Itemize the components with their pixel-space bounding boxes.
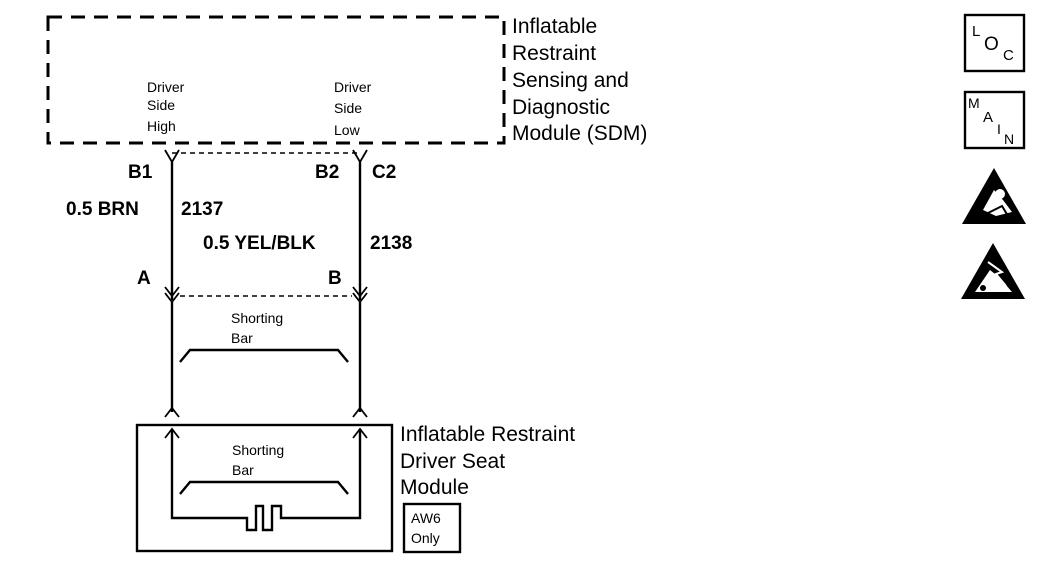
main-icon-letter-m: M bbox=[968, 95, 980, 111]
sdm-title: Inflatable Restraint Sensing and Diagnos… bbox=[512, 15, 647, 145]
aw6-badge-line-1: AW6 bbox=[411, 510, 441, 526]
connector-shorting-bar bbox=[179, 348, 349, 363]
main-icon-letter-a: A bbox=[983, 109, 993, 126]
terminal-label-driver-side-high: Driver Side High bbox=[147, 79, 185, 134]
pin-b2-label: B2 bbox=[315, 162, 339, 183]
main-icon-letter-i: I bbox=[997, 121, 1001, 137]
aw6-badge bbox=[402, 502, 462, 554]
aw6-badge-line-2: Only bbox=[411, 530, 440, 546]
circuit-number-left: 2137 bbox=[181, 199, 223, 220]
terminal-high-line-2: Side bbox=[147, 97, 175, 113]
terminal-b2-c2-symbol bbox=[352, 149, 368, 164]
sdm-title-line-5: Module (SDM) bbox=[512, 122, 647, 145]
seat-title-line-2: Driver Seat bbox=[400, 450, 505, 473]
seat-module-title: Inflatable Restraint Driver Seat Module bbox=[400, 423, 575, 499]
wire-color-left: 0.5 BRN bbox=[66, 199, 139, 220]
sdm-title-line-3: Sensing and bbox=[512, 69, 629, 92]
terminal-b1-symbol bbox=[164, 149, 180, 164]
sdm-title-line-2: Restraint bbox=[512, 42, 596, 65]
seat-title-line-3: Module bbox=[400, 476, 469, 499]
seat-shorting-bar bbox=[179, 480, 349, 495]
main-icon[interactable]: M A I N bbox=[963, 90, 1026, 150]
seat-sensor-circuit bbox=[170, 429, 362, 532]
wire-color-right: 0.5 YEL/BLK bbox=[203, 233, 316, 254]
pin-b-label: B bbox=[328, 268, 342, 289]
terminal-high-line-3: High bbox=[147, 118, 176, 134]
sdm-module-outline bbox=[46, 15, 506, 145]
connector-shorting-label-2: Bar bbox=[231, 330, 253, 346]
seat-module-box bbox=[135, 423, 394, 553]
terminal-low-line-2: Side bbox=[334, 100, 362, 116]
terminal-low-line-3: Low bbox=[334, 122, 361, 138]
loc-icon-letter-o: O bbox=[984, 34, 999, 55]
seat-shorting-label-1: Shorting bbox=[232, 442, 284, 458]
pin-c2-label: C2 bbox=[372, 162, 396, 183]
connector-shorting-label-1: Shorting bbox=[231, 310, 283, 326]
airbag-warning-icon bbox=[962, 168, 1026, 224]
sdm-title-line-4: Diagnostic bbox=[512, 96, 610, 119]
seat-title-line-1: Inflatable Restraint bbox=[400, 423, 575, 446]
loc-icon-letter-l: L bbox=[972, 23, 980, 40]
terminal-label-driver-side-low: Driver Side Low bbox=[334, 79, 372, 138]
loc-icon[interactable]: L O C bbox=[963, 13, 1026, 73]
terminal-high-line-1: Driver bbox=[147, 79, 185, 95]
loc-icon-letter-c: C bbox=[1003, 47, 1014, 64]
terminal-low-line-1: Driver bbox=[334, 79, 372, 95]
esd-warning-icon bbox=[961, 243, 1025, 299]
circuit-number-right: 2138 bbox=[370, 233, 412, 254]
sdm-title-line-1: Inflatable bbox=[512, 15, 597, 38]
seat-connector-chevron-right-outer bbox=[352, 406, 368, 418]
pin-b1-label: B1 bbox=[128, 162, 153, 183]
seat-shorting-label-2: Bar bbox=[232, 462, 254, 478]
main-icon-letter-n: N bbox=[1004, 131, 1014, 147]
pin-a-label: A bbox=[137, 268, 151, 289]
seat-connector-chevron-left-outer bbox=[164, 406, 180, 418]
